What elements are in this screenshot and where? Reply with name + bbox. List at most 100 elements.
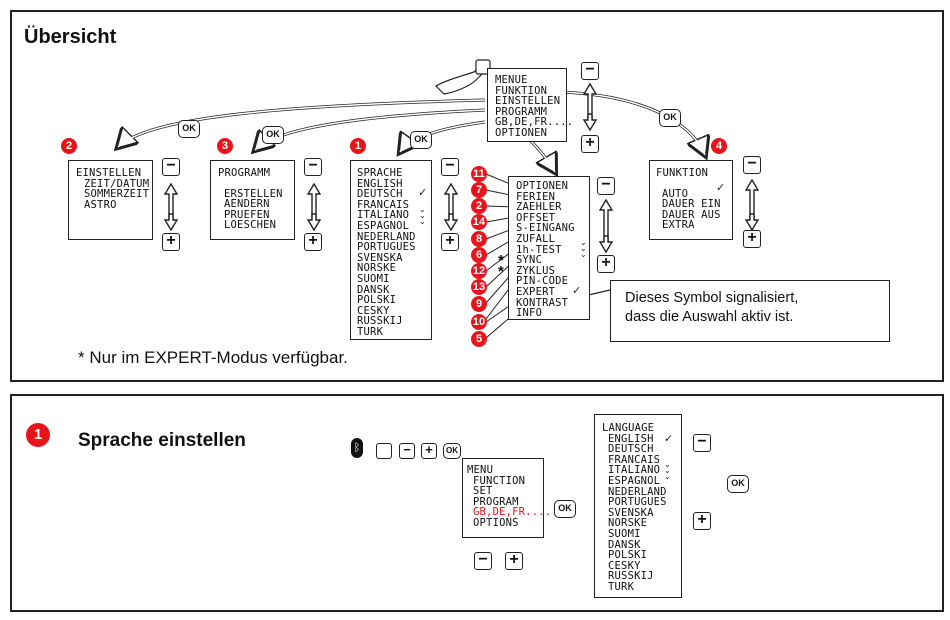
language-screen: LANGUAGE ENGLISH DEUTSCH FRANCAIS ITALIA… <box>594 414 682 598</box>
screen-line: ESPAGNOL <box>608 474 661 487</box>
screen-line: SVENSKA <box>608 506 654 519</box>
screen-line: INFO <box>516 307 543 320</box>
menu-line: MENUE <box>495 74 528 86</box>
screen-line: ENGLISH <box>357 177 403 190</box>
screen-line: FRANCAIS <box>357 198 410 211</box>
menu-line: FUNKTION <box>495 84 548 97</box>
badge-1: 1 <box>26 423 50 447</box>
screen-line: RUSSKIJ <box>357 315 403 328</box>
check-icon: ✓ <box>572 284 582 297</box>
screen-line: 1h-TEST <box>516 243 562 256</box>
menu-button[interactable] <box>376 443 392 459</box>
ok-button[interactable]: OK <box>178 120 200 138</box>
plus-button[interactable]: + <box>693 512 711 530</box>
menu-line: PROGRAMM <box>495 105 548 118</box>
screen-line: OPTIONEN <box>516 180 569 192</box>
plus-button[interactable]: + <box>743 230 761 248</box>
minus-button[interactable]: − <box>399 443 415 459</box>
screen-line: EXPERT <box>516 285 556 298</box>
overview-title: Übersicht <box>24 26 117 48</box>
option-badge: 10 <box>471 314 487 330</box>
screen-line: ZEIT/DATUM <box>84 177 150 190</box>
menu-line: FUNCTION <box>473 474 526 487</box>
minus-button[interactable]: − <box>304 158 322 176</box>
badge-2: 2 <box>61 138 77 154</box>
screen-line: DEUTSCH <box>608 443 654 456</box>
screen-line: CESKY <box>357 304 390 317</box>
scroll-indicator-icon: ⌄⌄⌄ <box>580 238 587 259</box>
funktion-screen: FUNKTION AUTO DAUER EIN DAUER AUS EXTRA <box>649 160 733 240</box>
plus-button[interactable]: + <box>597 255 615 273</box>
screen-line: EINSTELLEN <box>76 167 142 179</box>
scroll-indicator-icon: ⌄⌄⌄ <box>664 460 671 481</box>
menu-line: EINSTELLEN <box>495 95 561 108</box>
screen-line: NEDERLAND <box>357 230 416 243</box>
minus-button[interactable]: − <box>693 434 711 452</box>
screen-line: OFFSET <box>516 211 556 224</box>
screen-line: KONTRAST <box>516 296 569 309</box>
option-badge: 6 <box>471 247 487 263</box>
screen-line: SUOMI <box>357 272 390 285</box>
plus-button[interactable]: + <box>441 233 459 251</box>
screen-line: DAUER AUS <box>662 208 721 221</box>
expert-only-star: * <box>498 252 504 269</box>
screen-line: NORSKE <box>357 262 397 275</box>
option-badge: 7 <box>471 182 487 198</box>
screen-line: ENGLISH <box>608 432 654 445</box>
expert-footnote: * Nur im EXPERT-Modus verfügbar. <box>78 348 348 367</box>
main-menu-screen: MENUE FUNKTION EINSTELLEN PROGRAMM GB,DE… <box>487 68 573 142</box>
programm-screen: PROGRAMM ERSTELLEN AENDERN PRUEFEN LOESC… <box>210 160 295 240</box>
screen-line: LOESCHEN <box>224 219 277 232</box>
minus-button[interactable]: − <box>441 158 459 176</box>
plus-button[interactable]: + <box>304 233 322 251</box>
minus-button[interactable]: − <box>474 552 492 570</box>
ok-button[interactable]: OK <box>443 443 461 459</box>
option-badge: 11 <box>471 166 487 182</box>
minus-button[interactable]: − <box>162 158 180 176</box>
screen-line: DANSK <box>608 538 641 551</box>
screen-line: NORSKE <box>608 517 648 530</box>
screen-line: PIN-CODE <box>516 275 569 288</box>
plus-button[interactable]: + <box>421 443 437 459</box>
plus-button[interactable]: + <box>581 135 599 153</box>
callout-active-selection: Dieses Symbol signalisiert, dass die Aus… <box>610 280 890 342</box>
check-icon: ✓ <box>716 181 726 194</box>
screen-line: PORTUGUES <box>608 496 667 509</box>
minus-button[interactable]: − <box>743 156 761 174</box>
ok-button[interactable]: OK <box>262 126 284 144</box>
menu-line: MENU <box>467 464 494 476</box>
menu-line: OPTIONS <box>473 516 519 529</box>
screen-line: POLSKI <box>357 294 397 307</box>
minus-button[interactable]: − <box>597 177 615 195</box>
screen-line: SPRACHE <box>357 167 403 179</box>
ok-button[interactable]: OK <box>410 131 432 149</box>
screen-line: SOMMERZEIT <box>84 188 150 201</box>
plus-button[interactable]: + <box>505 552 523 570</box>
badge-3: 3 <box>217 138 233 154</box>
screen-line: FUNKTION <box>656 167 709 179</box>
screen-line: PRUEFEN <box>224 208 270 221</box>
sprache-screen: SPRACHE ENGLISH DEUTSCH FRANCAIS ITALIAN… <box>350 160 432 340</box>
ok-button[interactable]: OK <box>659 109 681 127</box>
screen-line: TURK <box>357 325 384 338</box>
check-icon: ✓ <box>418 186 428 199</box>
screen-line: DEUTSCH <box>357 188 403 201</box>
menu-line: OPTIONEN <box>495 126 548 139</box>
einstellen-screen: EINSTELLEN ZEIT/DATUM SOMMERZEIT ASTRO <box>68 160 153 240</box>
screen-line: RUSSKIJ <box>608 570 654 583</box>
bluetooth-icon: ᛒ <box>351 438 363 458</box>
ok-button[interactable]: OK <box>554 500 576 518</box>
screen-line: FRANCAIS <box>608 453 661 466</box>
menu-line: SET <box>473 485 493 498</box>
screen-line: NEDERLAND <box>608 485 667 498</box>
screen-line: DAUER EIN <box>662 198 721 211</box>
ok-button[interactable]: OK <box>727 475 749 493</box>
screen-line: ZUFALL <box>516 232 556 245</box>
scroll-indicator-icon: ⌄⌄⌄ <box>419 205 426 226</box>
callout-line: dass die Auswahl aktiv ist. <box>625 309 794 325</box>
minus-button[interactable]: − <box>581 62 599 80</box>
option-badge: 9 <box>471 296 487 312</box>
check-icon: ✓ <box>664 432 674 445</box>
plus-button[interactable]: + <box>162 233 180 251</box>
screen-line: LANGUAGE <box>602 422 655 434</box>
